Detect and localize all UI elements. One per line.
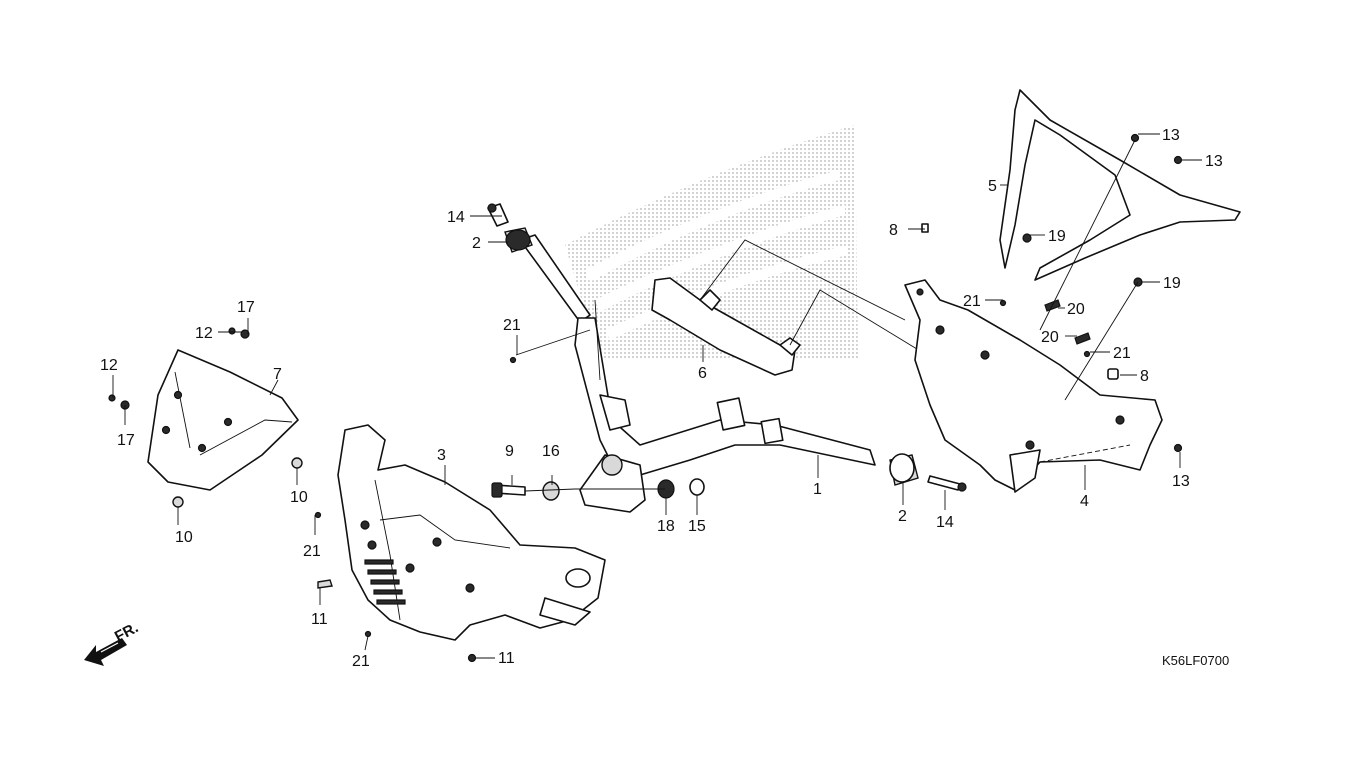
watermark-wing-logo bbox=[565, 125, 858, 360]
part-bar-end-weight bbox=[504, 227, 919, 486]
part-bolt-14 bbox=[487, 203, 967, 492]
part-fasteners-center bbox=[491, 478, 705, 501]
callout-11: 11 bbox=[498, 650, 515, 667]
callout-6: 6 bbox=[698, 365, 707, 382]
callout-19: 19 bbox=[1163, 275, 1181, 292]
callout-21: 21 bbox=[503, 317, 521, 334]
callout-13: 13 bbox=[1172, 473, 1190, 490]
part-handlebar bbox=[519, 234, 876, 513]
callout-4: 4 bbox=[1080, 493, 1089, 510]
part-top-cover bbox=[509, 89, 1241, 401]
callout-14: 14 bbox=[447, 209, 465, 226]
callout-17: 17 bbox=[117, 432, 135, 449]
front-direction-arrow-icon: FR. bbox=[84, 619, 141, 666]
callout-21: 21 bbox=[303, 543, 321, 560]
callout-8: 8 bbox=[889, 222, 898, 239]
callout-15: 15 bbox=[688, 518, 706, 535]
part-rear-cover bbox=[904, 279, 1183, 493]
callout-13: 13 bbox=[1162, 127, 1180, 144]
callout-5: 5 bbox=[988, 178, 997, 195]
callout-12: 12 bbox=[100, 357, 118, 374]
callout-14: 14 bbox=[936, 514, 954, 531]
callout-20: 20 bbox=[1067, 301, 1085, 318]
callout-2: 2 bbox=[898, 508, 907, 525]
callout-13: 13 bbox=[1205, 153, 1223, 170]
callout-18: 18 bbox=[657, 518, 675, 535]
callout-17: 17 bbox=[237, 299, 255, 316]
callout-7: 7 bbox=[273, 366, 282, 383]
callout-21: 21 bbox=[1113, 345, 1131, 362]
callout-9: 9 bbox=[505, 443, 514, 460]
callout-10: 10 bbox=[290, 489, 308, 506]
callout-12: 12 bbox=[195, 325, 213, 342]
callout-2: 2 bbox=[472, 235, 481, 252]
callout-1: 1 bbox=[813, 481, 822, 498]
callout-20: 20 bbox=[1041, 329, 1059, 346]
part-mount-bracket bbox=[651, 239, 936, 376]
callout-16: 16 bbox=[542, 443, 560, 460]
callout-3: 3 bbox=[437, 447, 446, 464]
leader-lines bbox=[112, 133, 1202, 659]
diagram-code: K56LF0700 bbox=[1162, 653, 1229, 668]
callout-10: 10 bbox=[175, 529, 193, 546]
callout-19: 19 bbox=[1048, 228, 1066, 245]
callout-21: 21 bbox=[352, 653, 370, 670]
part-front-cover bbox=[314, 424, 606, 663]
callout-11: 11 bbox=[311, 611, 328, 628]
callouts: 14 2 21 17 12 12 7 17 10 10 3 21 11 21 1… bbox=[100, 127, 1223, 670]
part-windscreen bbox=[108, 327, 303, 508]
callout-8: 8 bbox=[1140, 368, 1149, 385]
callout-21: 21 bbox=[963, 293, 981, 310]
